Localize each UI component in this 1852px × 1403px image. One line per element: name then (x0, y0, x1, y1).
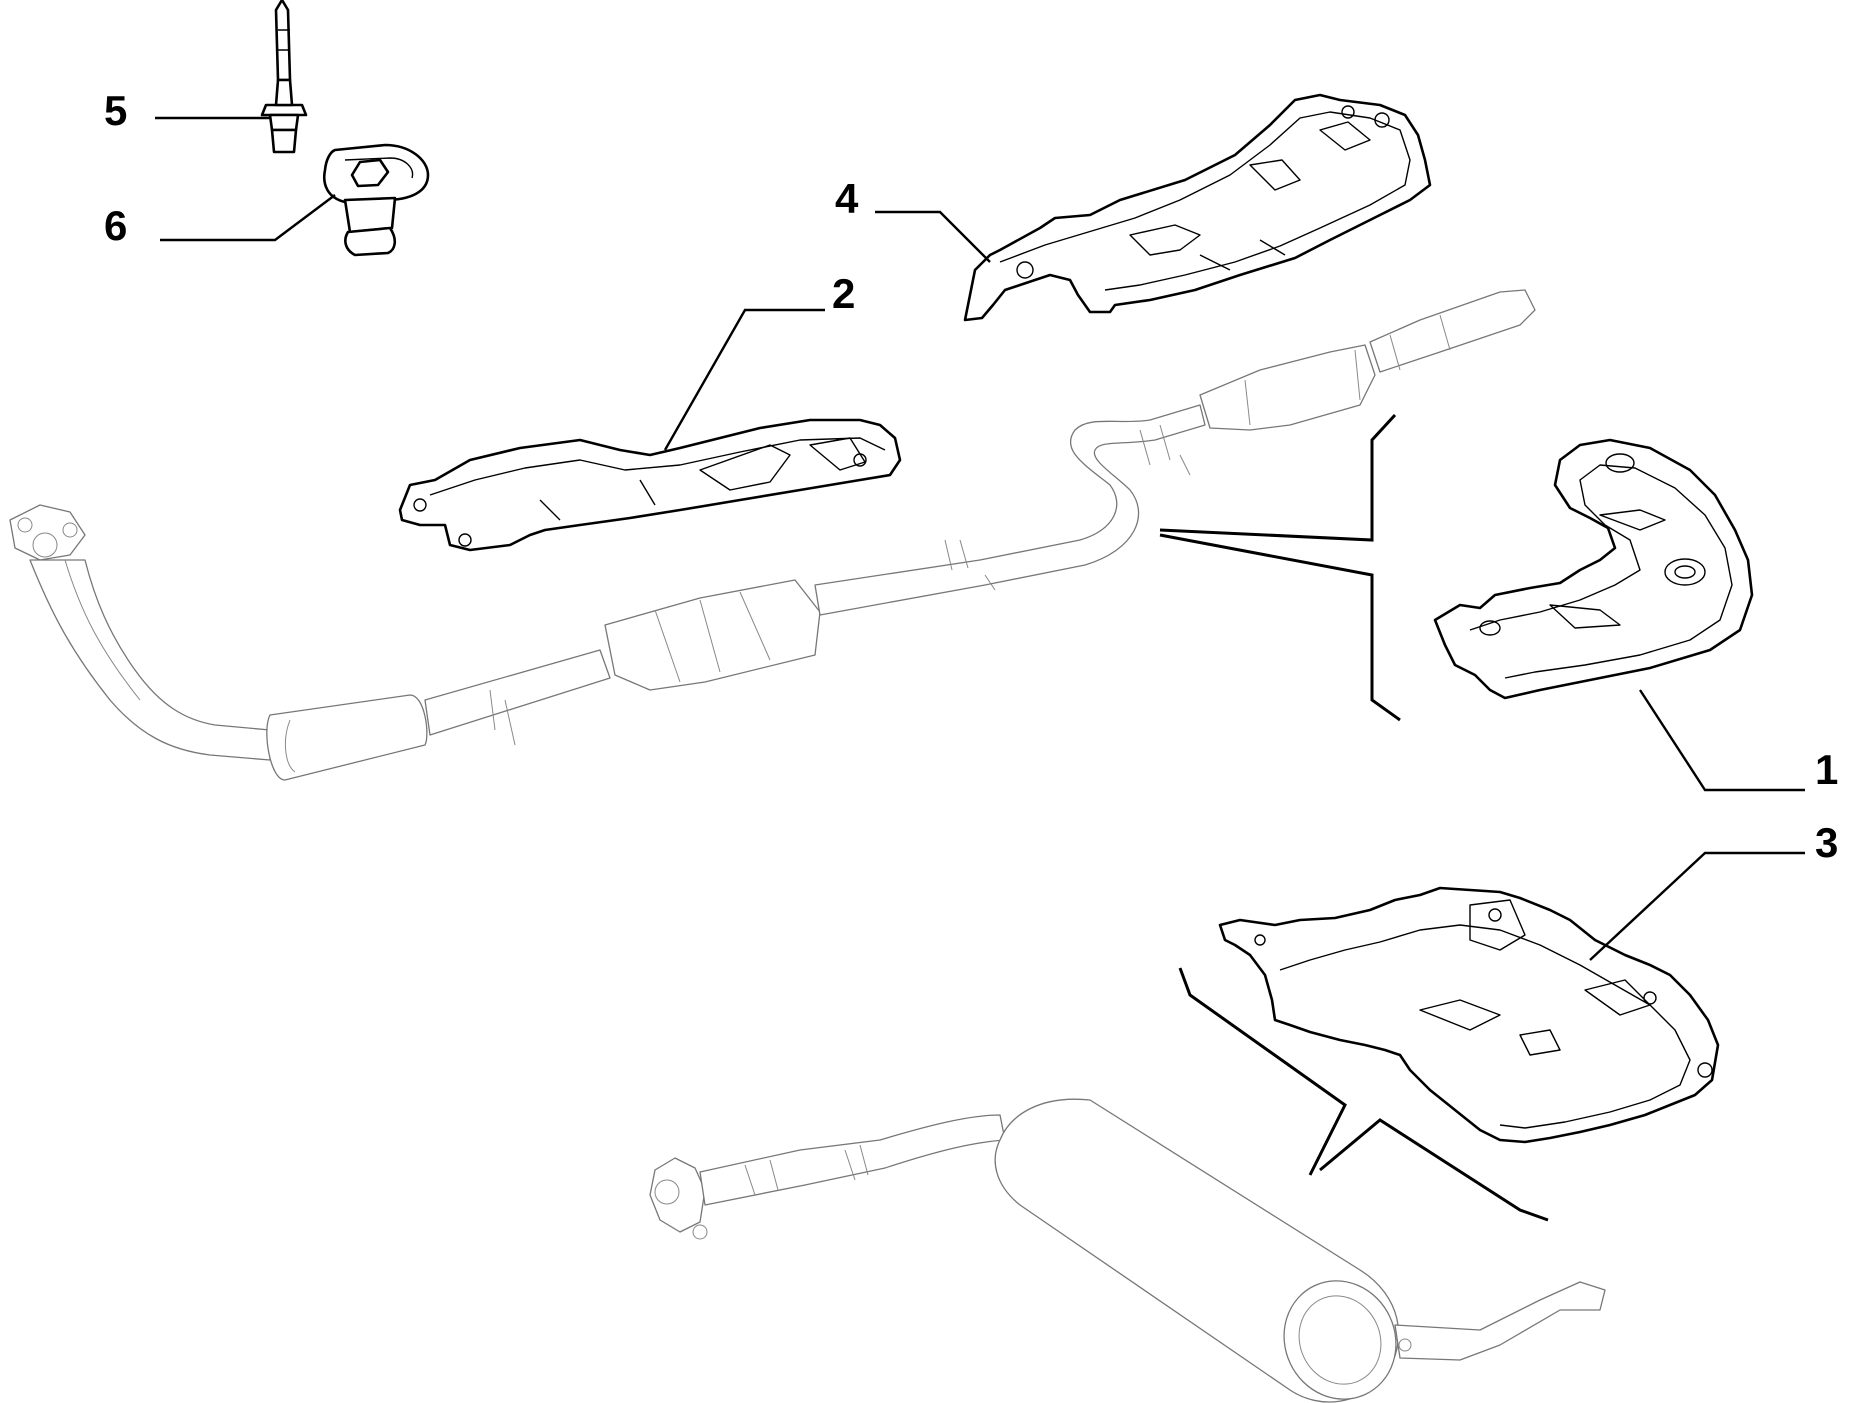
rear-silencer-assembly (649, 1098, 1606, 1403)
assembly-bracket-lower (1178, 967, 1347, 1176)
callout-1: 1 (1815, 746, 1838, 793)
part-5-stud-pin (260, 0, 308, 154)
part-3-heat-shield (1218, 886, 1720, 1144)
assembly-bracket-upper (1159, 413, 1397, 542)
leader-line-2 (663, 308, 825, 451)
part-1-heat-shield (1433, 438, 1754, 700)
leader-line-6 (160, 194, 336, 242)
callout-6: 6 (104, 202, 127, 249)
part-2-heat-shield (398, 418, 902, 552)
callout-2: 2 (832, 270, 855, 317)
assembly-bracket-lower-right (1319, 1118, 1549, 1222)
front-exhaust-pipe-assembly (9, 289, 1536, 781)
callout-3: 3 (1815, 819, 1838, 866)
assembly-bracket-upper-lower (1159, 533, 1401, 722)
part-4-heat-shield (963, 93, 1432, 322)
callout-5: 5 (104, 87, 127, 134)
part-6-grommet (323, 143, 430, 257)
leader-line-4 (875, 210, 991, 263)
callout-4: 4 (835, 175, 859, 222)
leader-line-1 (1638, 689, 1805, 792)
leader-line-3 (1589, 851, 1805, 961)
